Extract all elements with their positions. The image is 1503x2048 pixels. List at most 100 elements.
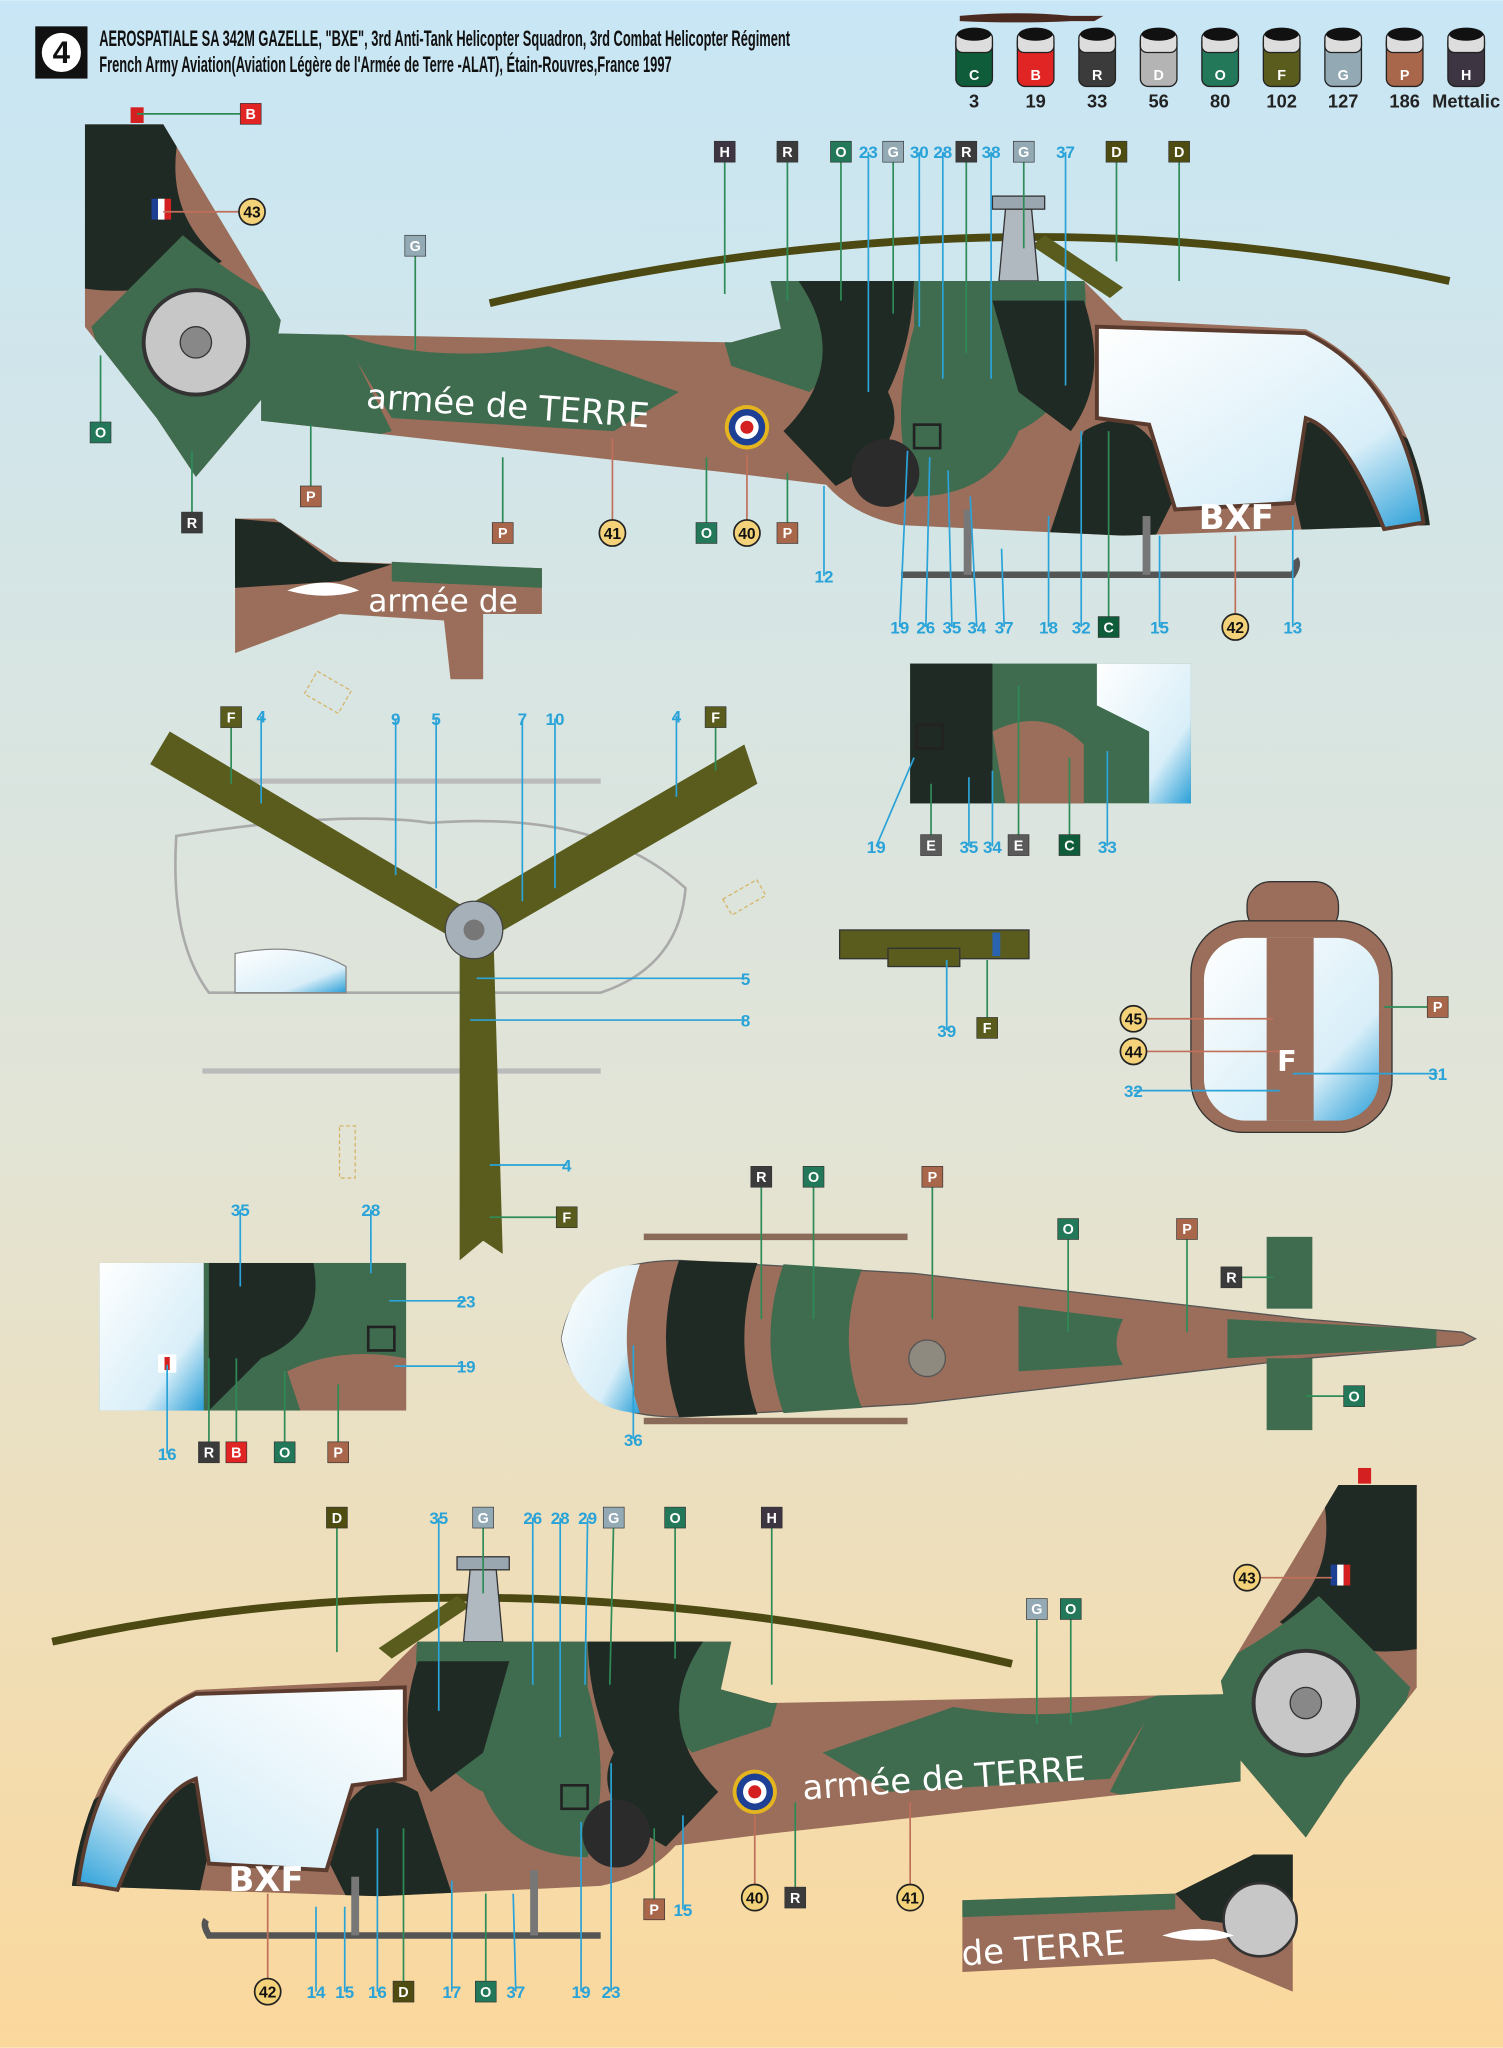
- paint-code-label: O: [701, 526, 712, 542]
- part-callout: 29: [578, 1509, 597, 1685]
- part-number: 34: [967, 619, 986, 638]
- paint-code-label: B: [231, 1446, 241, 1462]
- decal-number-badge: [238, 197, 266, 226]
- paint-callout: P: [491, 457, 514, 544]
- tail-flag: [1330, 1564, 1351, 1586]
- paint-code-box: [955, 140, 978, 163]
- part-callout: 26: [523, 1509, 542, 1685]
- part-number: 35: [943, 619, 962, 638]
- paint-code-box: [921, 1166, 944, 1188]
- paint-code-label: D: [1174, 145, 1184, 161]
- paint-code-label: R: [782, 145, 793, 161]
- part-number: 10: [546, 710, 565, 729]
- paint-number: 102: [1266, 90, 1296, 111]
- paint-callout: E: [920, 783, 942, 856]
- leader-line: [512, 1893, 517, 1992]
- paint-callout: G: [404, 234, 427, 351]
- paint-callout: G: [602, 1506, 625, 1685]
- paint-callout: D: [326, 1506, 348, 1653]
- part-callout: 17: [442, 1880, 461, 2002]
- decal-number: 40: [738, 526, 756, 543]
- decal-number: 43: [1238, 1571, 1256, 1588]
- paint-code-box: [713, 140, 736, 163]
- paint-code-label: D: [1111, 145, 1121, 161]
- part-number: 26: [916, 619, 935, 638]
- part-callout: 5: [431, 710, 441, 889]
- paint-code-box: [404, 234, 427, 257]
- decal-number: 40: [746, 1890, 764, 1907]
- paint-code-label: G: [888, 145, 899, 161]
- decal-number-badge: [896, 1883, 925, 1912]
- part-number: 17: [442, 1983, 461, 2002]
- paint-code-label: O: [1349, 1389, 1360, 1405]
- part-number: 26: [523, 1509, 542, 1528]
- paint-pot-D: D56: [1139, 27, 1178, 111]
- part-callout: 19: [572, 1821, 591, 2002]
- part-number: 23: [457, 1292, 476, 1311]
- part-number: 19: [457, 1358, 476, 1377]
- paint-code-label: G: [1018, 145, 1029, 161]
- decal-number-badge: [1119, 1037, 1148, 1066]
- part-number: 15: [1150, 619, 1169, 638]
- tail-detail-marking: armée de: [368, 583, 518, 619]
- paint-code-label: O: [670, 1511, 681, 1527]
- paint-callout: R: [198, 1358, 220, 1464]
- paint-code-box: [643, 1898, 665, 1921]
- side-view-right: armée de TERRE BXF: [78, 107, 1449, 574]
- part-number: 16: [368, 1983, 387, 2002]
- paint-code-box: [664, 1506, 686, 1529]
- paint-code-label: R: [790, 1891, 801, 1907]
- part-number: 12: [815, 568, 834, 587]
- paint-code-label: E: [926, 838, 936, 854]
- part-number: 34: [983, 838, 1002, 857]
- part-callout: 5: [476, 970, 750, 989]
- part-callout: 18: [1039, 516, 1058, 638]
- paint-code-box: [1060, 1598, 1082, 1620]
- part-number: 31: [1428, 1065, 1447, 1084]
- top-down-view: [560, 1233, 1478, 1431]
- paint-code-box: [1007, 834, 1030, 856]
- decal-callout: 45: [1119, 1004, 1274, 1033]
- leader-line: [584, 1517, 589, 1685]
- paint-callout: D: [1168, 140, 1190, 281]
- paint-callout: P: [327, 1384, 349, 1464]
- part-number: 39: [937, 1022, 956, 1041]
- part-callout: 16: [368, 1828, 387, 2002]
- paint-code-box: [784, 1886, 807, 1909]
- part-callout: 28: [933, 143, 952, 379]
- paint-code-box: [491, 522, 514, 544]
- paint-code-box: [1026, 1598, 1048, 1620]
- part-number: 37: [1056, 143, 1075, 162]
- paint-code-label: D: [332, 1511, 342, 1527]
- part-callout: 36: [624, 1345, 643, 1450]
- paint-code-box: [392, 1980, 415, 2003]
- part-number: 35: [429, 1509, 448, 1528]
- leader-line: [924, 457, 931, 628]
- paint-code-label: O: [1063, 1222, 1074, 1238]
- decal-number-badge: [598, 519, 627, 547]
- paint-callout: D: [392, 1828, 415, 2003]
- part-callout: 10: [546, 710, 565, 889]
- part-number: 28: [361, 1201, 380, 1220]
- part-callout: 32: [1072, 431, 1091, 638]
- paint-code-label: P: [649, 1903, 659, 1919]
- paint-pot-B: B19: [1016, 27, 1055, 111]
- paint-code-box: [1220, 1266, 1243, 1289]
- paint-callout: R: [784, 1802, 807, 1909]
- part-callout: 28: [361, 1201, 380, 1274]
- decal-number-badge: [1233, 1563, 1261, 1592]
- part-callout: 19: [394, 1358, 476, 1377]
- part-number: 14: [307, 1983, 326, 2002]
- paint-callout: R: [181, 450, 203, 534]
- paint-code-box: [695, 522, 718, 544]
- front-view: F: [1190, 881, 1393, 1134]
- part-number: 36: [624, 1431, 643, 1450]
- paint-code-box: [239, 103, 262, 125]
- paint-code-box: [1176, 1218, 1198, 1240]
- decal-callout: 41: [896, 1802, 925, 1912]
- decal-number: 41: [901, 1890, 919, 1907]
